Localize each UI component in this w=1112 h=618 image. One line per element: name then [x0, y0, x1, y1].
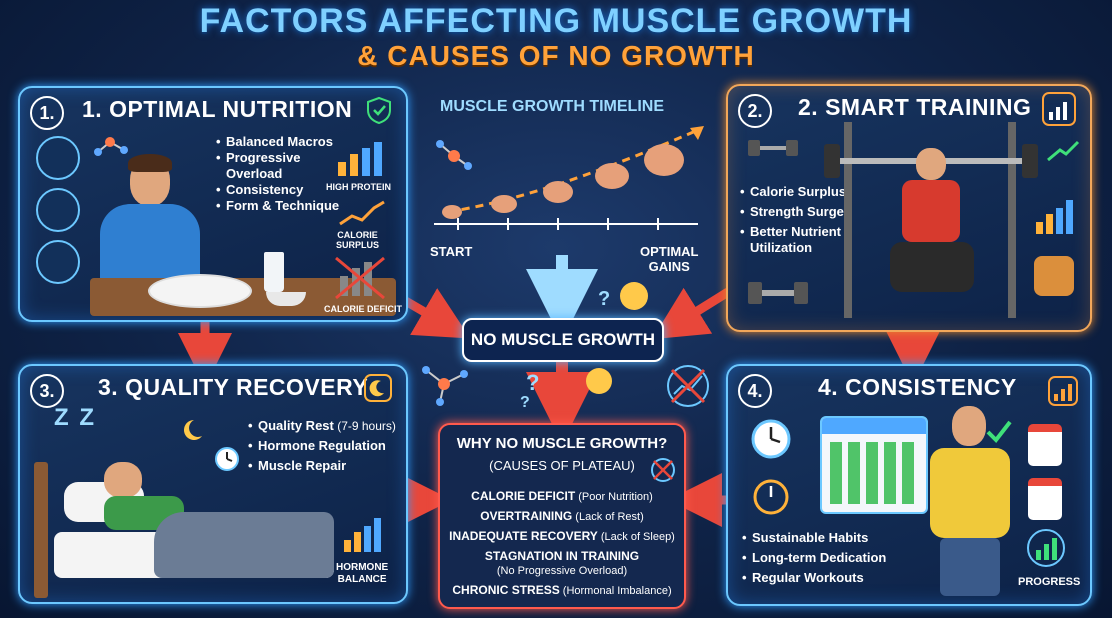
crossed-circle-icon — [651, 458, 675, 482]
question-mark-icon: ? — [526, 370, 540, 395]
cause-item: CHRONIC STRESS (Hormonal Imbalance) — [452, 583, 672, 597]
crossed-chart-icon — [335, 256, 385, 300]
dumbbell-icon — [748, 282, 808, 304]
cause-item: OVERTRAINING (Lack of Rest) — [480, 509, 644, 523]
bullet: Balanced Macros — [216, 134, 346, 150]
flexed-arm-icon — [595, 163, 629, 189]
panel-smart-training: 2. 2. SMART TRAINING Calorie Surplus Str… — [726, 84, 1092, 332]
arrow-2-to-center — [652, 287, 731, 340]
flexed-arm-icon — [442, 205, 462, 219]
vegetables-icon — [36, 240, 80, 284]
growth-timeline — [434, 126, 704, 230]
label-calorie-surplus: CALORIE SURPLUS — [336, 230, 380, 250]
weightlifter-icon — [1034, 256, 1074, 296]
squat-rack-illustration — [824, 122, 1038, 322]
bar-chart-icon — [1036, 200, 1073, 234]
calendar-icon — [1028, 424, 1062, 466]
bullet: Regular Workouts — [742, 570, 922, 586]
person-eating-illustration — [90, 154, 210, 284]
no-muscle-growth-box: NO MUSCLE GROWTH — [462, 318, 664, 362]
bar-chart-icon — [344, 518, 381, 552]
rising-trend-icon — [339, 200, 385, 226]
causes-of-plateau-box: WHY NO MUSCLE GROWTH? (CAUSES OF PLATEAU… — [438, 423, 686, 609]
worried-face-icon — [620, 282, 648, 310]
label-high-protein: HIGH PROTEIN — [326, 182, 392, 192]
timeline-end-label: OPTIMAL GAINS — [640, 244, 699, 274]
causes-subtitle: (CAUSES OF PLATEAU) — [489, 458, 635, 473]
dumbbell-icon — [748, 140, 798, 156]
meal-plate — [148, 274, 252, 308]
sleeping-z-text: Z Z — [54, 404, 96, 431]
clock-icon — [215, 447, 239, 471]
question-mark-icon: ? — [520, 394, 530, 411]
growth-chart-icon — [1027, 529, 1065, 567]
stopwatch-icon — [753, 479, 789, 515]
panel-number: 3. — [30, 374, 64, 408]
recovery-bullets: Quality Rest (7-9 hours) Hormone Regulat… — [248, 418, 408, 474]
checkmark-icon — [986, 420, 1012, 444]
nutrition-bullets: Balanced Macros Progressive Overload Con… — [216, 134, 346, 214]
timeline-title: MUSCLE GROWTH TIMELINE — [440, 98, 664, 115]
bullet: Muscle Repair — [248, 458, 408, 474]
green-trend-arrow-icon — [1047, 140, 1080, 162]
timeline-start-label: START — [430, 244, 473, 259]
question-mark-icon: ? — [598, 288, 611, 310]
main-title: FACTORS AFFECTING MUSCLE GROWTH — [199, 2, 913, 40]
flexed-arm-icon — [491, 195, 517, 213]
panel-title: 2. SMART TRAINING — [798, 94, 1032, 120]
bullet: Better Nutrient Utilization — [740, 224, 870, 256]
panel-title: 1. OPTIMAL NUTRITION — [82, 96, 353, 122]
label-calorie-deficit: CALORIE DEFICIT — [324, 304, 402, 314]
label-hormone-balance: HORMONE BALANCE — [336, 562, 389, 585]
flexed-arm-icon — [644, 144, 684, 176]
panel-title: 4. CONSISTENCY — [818, 374, 1017, 400]
cause-item: STAGNATION IN TRAINING(No Progressive Ov… — [484, 549, 640, 577]
moon-icon — [184, 420, 202, 440]
no-growth-label: NO MUSCLE GROWTH — [470, 330, 656, 349]
bullet: Hormone Regulation — [248, 438, 408, 454]
bullet: Consistency — [216, 182, 346, 198]
protein-shake-icon — [36, 136, 80, 180]
molecule-icon — [436, 140, 472, 170]
bullet: Form & Technique — [216, 198, 346, 214]
panel-number: 1. — [30, 96, 64, 130]
cause-item: CALORIE DEFICIT (Poor Nutrition) — [471, 489, 653, 503]
crossed-chart-icon — [667, 365, 709, 407]
chart-up-icon — [1042, 92, 1076, 126]
bullet: Quality Rest (7-9 hours) — [248, 418, 408, 434]
glass-of-milk — [264, 252, 284, 292]
shield-icon — [367, 96, 391, 125]
cause-item: INADEQUATE RECOVERY (Lack of Sleep) — [449, 529, 675, 543]
calendar-checklist — [820, 416, 928, 514]
training-bullets: Calorie Surplus Strength Surges Better N… — [740, 184, 870, 256]
bed-illustration — [34, 442, 334, 598]
salad-bowl — [266, 292, 306, 306]
moon-icon — [364, 374, 392, 402]
fish-icon — [36, 188, 80, 232]
person-writing-illustration — [920, 406, 1020, 596]
bullet: Strength Surges — [740, 204, 870, 220]
bullet: Progressive Overload — [216, 150, 346, 182]
bar-chart-icon — [338, 142, 382, 176]
label-progress: PROGRESS — [1018, 576, 1081, 588]
calendar-icon — [1028, 478, 1062, 520]
panel-number: 2. — [738, 94, 772, 128]
molecule-icon — [94, 137, 128, 156]
flexed-arm-icon — [543, 181, 573, 203]
worried-face-icon — [586, 368, 612, 394]
panel-title: 3. QUALITY RECOVERY — [98, 374, 369, 400]
consistency-bullets: Sustainable Habits Long-term Dedication … — [742, 530, 922, 586]
bullet: Long-term Dedication — [742, 550, 922, 566]
molecule-icon — [422, 366, 468, 406]
main-subtitle: & CAUSES OF NO GROWTH — [357, 40, 755, 71]
bullet: Calorie Surplus — [740, 184, 870, 200]
causes-title: WHY NO MUSCLE GROWTH? — [456, 435, 668, 452]
clock-icon — [751, 419, 791, 459]
panel-optimal-nutrition: 1. 1. OPTIMAL NUTRITION Balanced Macros … — [18, 86, 408, 322]
panel-quality-recovery: 3. 3. QUALITY RECOVERY Z Z Quality Rest … — [18, 364, 408, 604]
bullet: Sustainable Habits — [742, 530, 922, 546]
panel-number: 4. — [738, 374, 772, 408]
panel-consistency: 4. 4. CONSISTENCY PROGRESS Sustainable H… — [726, 364, 1092, 606]
chart-up-icon — [1048, 376, 1078, 406]
